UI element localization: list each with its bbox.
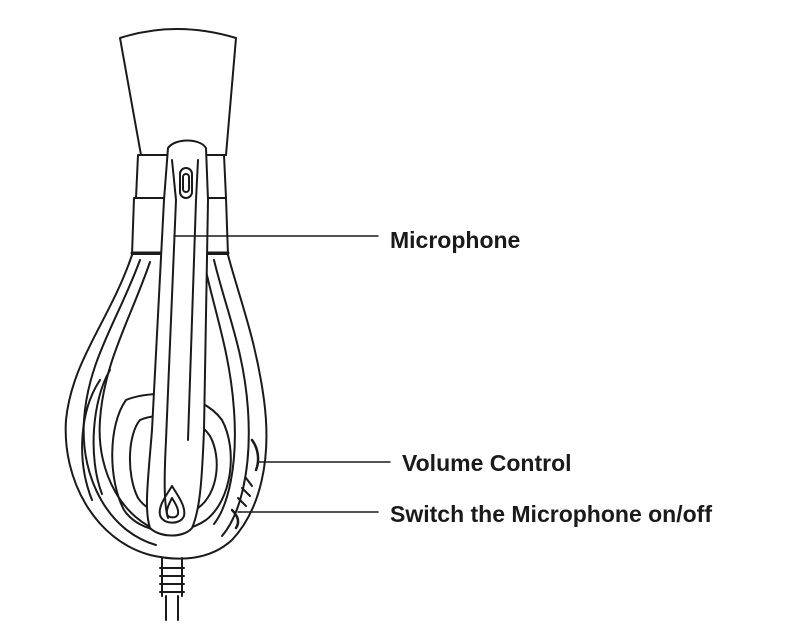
microphone-label: Microphone [390, 227, 521, 253]
headband [119, 28, 237, 156]
volume-control-label: Volume Control [402, 450, 572, 476]
mic-switch-label: Switch the Microphone on/off [390, 501, 712, 527]
cable [159, 557, 185, 621]
microphone-boom [145, 139, 209, 537]
side-controls [230, 438, 260, 530]
microphone-capsule [158, 485, 186, 524]
